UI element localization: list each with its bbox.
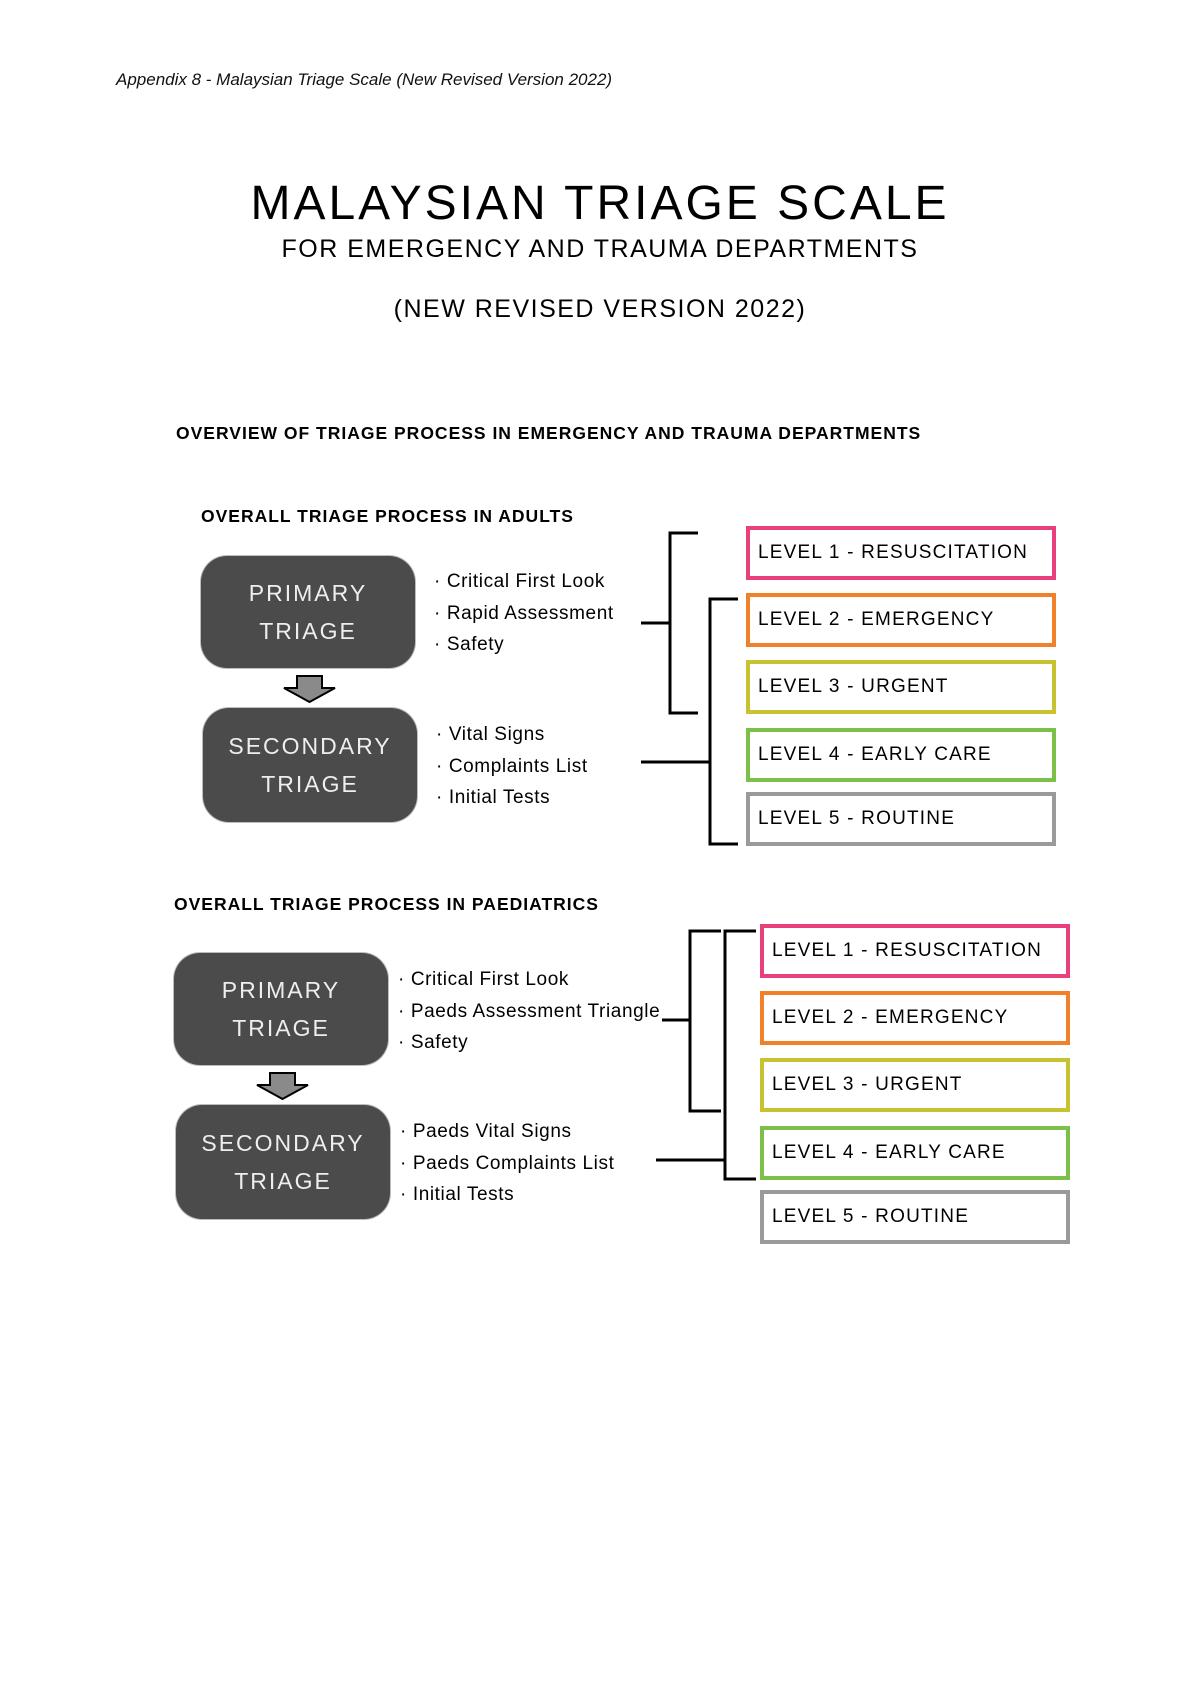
list-item: Safety: [434, 629, 614, 661]
list-item: Complaints List: [436, 751, 588, 783]
box-label: SECONDARY: [201, 1130, 365, 1156]
box-label: TRIAGE: [259, 618, 357, 644]
paeds-level-1: LEVEL 1 - RESUSCITATION: [760, 924, 1070, 978]
paeds-level-5: LEVEL 5 - ROUTINE: [760, 1190, 1070, 1244]
paeds-secondary-criteria: Paeds Vital Signs Paeds Complaints List …: [400, 1116, 614, 1211]
adults-level-2: LEVEL 2 - EMERGENCY: [746, 593, 1056, 647]
version-label: (NEW REVISED VERSION 2022): [393, 295, 807, 323]
page-subtitle: FOR EMERGENCY AND TRAUMA DEPARTMENTS: [281, 235, 919, 263]
box-label: TRIAGE: [234, 1168, 332, 1194]
list-item: Initial Tests: [400, 1179, 614, 1211]
list-item: Rapid Assessment: [434, 598, 614, 630]
paeds-primary-criteria: Critical First Look Paeds Assessment Tri…: [398, 964, 660, 1059]
paeds-level-2: LEVEL 2 - EMERGENCY: [760, 991, 1070, 1045]
paeds-level-3: LEVEL 3 - URGENT: [760, 1058, 1070, 1112]
adults-primary-criteria: Critical First Look Rapid Assessment Saf…: [434, 566, 614, 661]
paeds-heading: OVERALL TRIAGE PROCESS IN PAEDIATRICS: [174, 894, 599, 914]
adults-level-5: LEVEL 5 - ROUTINE: [746, 792, 1056, 846]
list-item: Paeds Vital Signs: [400, 1116, 614, 1148]
box-label: SECONDARY: [228, 733, 392, 759]
appendix-label: Appendix 8 - Malaysian Triage Scale (New…: [116, 70, 613, 89]
list-item: Safety: [398, 1027, 660, 1059]
box-label: TRIAGE: [232, 1015, 330, 1041]
list-item: Paeds Complaints List: [400, 1148, 614, 1180]
paeds-level-4: LEVEL 4 - EARLY CARE: [760, 1126, 1070, 1180]
adults-level-3: LEVEL 3 - URGENT: [746, 660, 1056, 714]
paeds-primary-triage-box: PRIMARY TRIAGE: [174, 953, 388, 1065]
list-item: Paeds Assessment Triangle: [398, 996, 660, 1028]
list-item: Vital Signs: [436, 719, 588, 751]
down-arrow-icon: [256, 1072, 309, 1101]
adults-level-1: LEVEL 1 - RESUSCITATION: [746, 526, 1056, 580]
overview-heading: OVERVIEW OF TRIAGE PROCESS IN EMERGENCY …: [176, 423, 922, 443]
list-item: Critical First Look: [434, 566, 614, 598]
adults-primary-triage-box: PRIMARY TRIAGE: [201, 556, 415, 668]
adults-heading: OVERALL TRIAGE PROCESS IN ADULTS: [201, 506, 574, 526]
paeds-secondary-triage-box: SECONDARY TRIAGE: [176, 1105, 390, 1219]
adults-secondary-criteria: Vital Signs Complaints List Initial Test…: [436, 719, 588, 814]
box-label: PRIMARY: [248, 580, 368, 606]
list-item: Initial Tests: [436, 782, 588, 814]
box-label: PRIMARY: [221, 977, 341, 1003]
box-label: TRIAGE: [261, 771, 359, 797]
list-item: Critical First Look: [398, 964, 660, 996]
adults-secondary-triage-box: SECONDARY TRIAGE: [203, 708, 417, 822]
page-title: MALAYSIAN TRIAGE SCALE: [250, 177, 950, 230]
down-arrow-icon: [283, 675, 336, 704]
adults-level-4: LEVEL 4 - EARLY CARE: [746, 728, 1056, 782]
